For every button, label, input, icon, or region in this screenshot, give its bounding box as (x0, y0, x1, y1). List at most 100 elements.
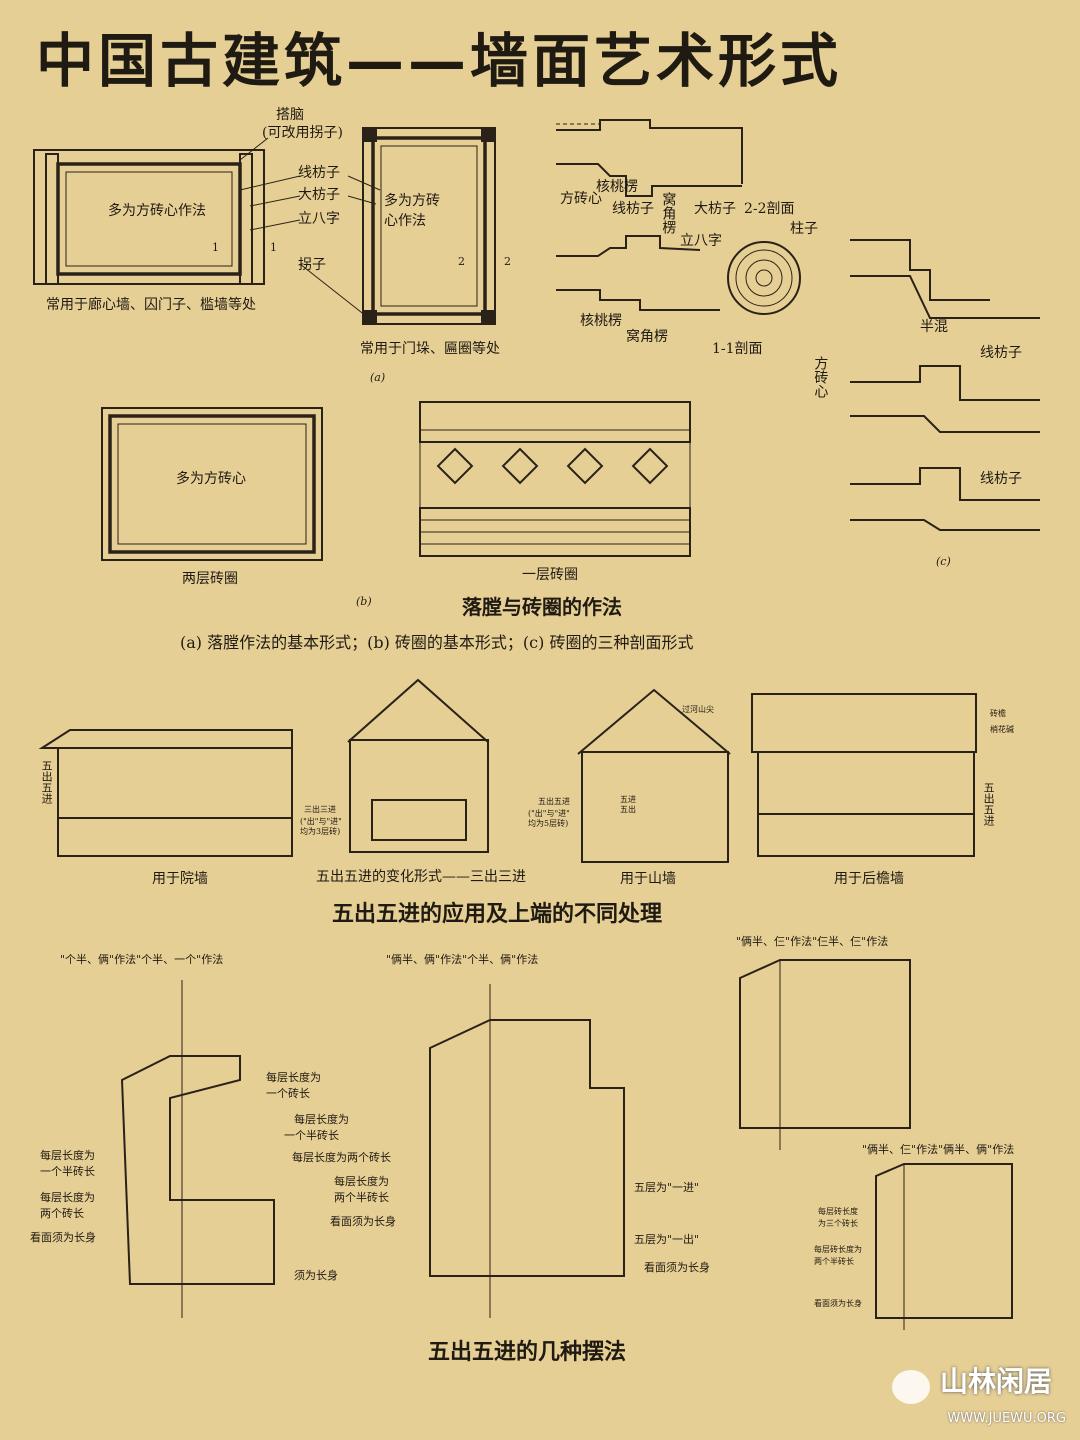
watermark-url: WWW.JUEWU.ORG (947, 1411, 1066, 1426)
pier-right-note-2: 每层砖长度为 (814, 1245, 862, 1254)
gable-caption: 用于山墙 (620, 871, 676, 887)
panel-b-caption-left: 两层砖圈 (182, 571, 238, 587)
section1-heading: 落膛与砖圈的作法 (462, 595, 622, 619)
panel-b-center: 多为方砖心 (176, 471, 246, 487)
section-drawing-22 (556, 119, 801, 315)
panel-a-mid-caption: 常用于门垛、匾圈等处 (360, 341, 500, 357)
pier-right-note-3: 两个半砖长 (814, 1257, 854, 1266)
pier-left-note-8: 看面须为长身 (30, 1231, 96, 1244)
panel-a-left (33, 149, 265, 285)
pier-mid-note-1: 每层长度为 (334, 1175, 389, 1188)
fig-a-letter: (a) (370, 371, 386, 384)
sec-dafangzi: 大枋子 (694, 201, 736, 217)
pier-right-top (739, 959, 911, 1150)
pier-left-note-3: 一个半砖长 (284, 1129, 339, 1142)
pier-left-title: "个半、俩"作法"个半、一个"作法 (60, 953, 224, 966)
sec-wojiaoleng-top: 窝角楞 (660, 192, 677, 234)
gable-side-note-2: 均为5层砖) (528, 819, 569, 828)
section2-heading: 五出五进的应用及上端的不同处理 (332, 901, 663, 927)
sec-hetaoleng-bottom: 核桃楞 (580, 313, 622, 329)
pier-left-note-1: 一个砖长 (266, 1087, 310, 1100)
panel-a-left-caption: 常用于廊心墙、囚门子、槛墙等处 (46, 297, 256, 313)
panel-b-one-layer (419, 401, 691, 557)
callout-xianfangzi: 线枋子 (298, 165, 340, 181)
pier-mid-note-4: 五层为"一进" (634, 1181, 700, 1194)
pier-left-note-9: 须为长身 (294, 1269, 338, 1282)
rear-top-label-1: 砖檐 (990, 709, 1006, 718)
three-side-label: 三出三进 (304, 805, 336, 814)
rear-side-label: 五出五进 (982, 782, 996, 826)
gable-mark-2: 五出 (620, 805, 636, 814)
panel-b-two-layer (101, 407, 323, 561)
pier-mid-note-3: 看面须为长身 (330, 1215, 396, 1228)
pier-right-bottom (875, 1163, 1013, 1330)
pier-mid-note-6: 看面须为长身 (644, 1261, 710, 1274)
callout-dana: 搭脑 (276, 107, 304, 123)
panel-b-caption-right: 一层砖圈 (522, 567, 578, 583)
sec-xianfangzi: 线枋子 (612, 201, 654, 217)
panel-a-mid-center-1: 多为方砖 (384, 193, 440, 209)
callout-dana-note: (可改用拐子) (262, 125, 343, 141)
three-caption: 五出五进的变化形式——三出三进 (316, 869, 526, 885)
wall-gable (577, 688, 731, 863)
pier-left-note-5: 一个半砖长 (40, 1165, 95, 1178)
three-side-note-1: ("出"与"进" (300, 817, 342, 826)
panel-c-profiles (850, 239, 1040, 531)
pier-mid-note-0: 每层长度为两个砖长 (292, 1151, 391, 1164)
pier-mid-note-2: 两个半砖长 (334, 1191, 389, 1204)
wall-courtyard (38, 729, 293, 857)
pier-left-note-6: 每层长度为 (40, 1191, 95, 1204)
gable-side-label: 五出五进 (538, 797, 570, 806)
gable-side-note-1: ("出"与"进" (528, 809, 570, 818)
section1-caption: (a) 落膛作法的基本形式；(b) 砖圈的基本形式；(c) 砖圈的三种剖面形式 (180, 633, 694, 652)
pier-left-note-4: 每层长度为 (40, 1149, 95, 1162)
section3-heading: 五出五进的几种摆法 (428, 1339, 627, 1365)
gable-top-label: 过河山尖 (682, 705, 714, 714)
sec-libazi: 立八字 (680, 233, 722, 249)
panel-a-left-center: 多为方砖心作法 (108, 203, 206, 219)
rear-top-label-2: 梢花碱 (990, 725, 1014, 734)
sec-fangzhuanxin: 方砖心 (560, 191, 602, 207)
panel-a-mid-center-2: 心作法 (384, 213, 426, 229)
wechat-icon (892, 1370, 930, 1404)
pier-mid-note-5: 五层为"一出" (634, 1233, 700, 1246)
panel-a-mid (362, 127, 496, 325)
c-xianfangzi-1: 线枋子 (980, 345, 1022, 361)
pier-right-title-bottom: "俩半、仨"作法"俩半、俩"作法 (862, 1143, 1015, 1156)
pier-left-note-7: 两个砖长 (40, 1207, 84, 1220)
pier-middle (429, 984, 625, 1318)
callout-guaizi: 拐子 (298, 257, 326, 273)
callout-libazi: 立八字 (298, 211, 340, 227)
pier-left-note-0: 每层长度为 (266, 1071, 321, 1084)
pier-right-title-top: "俩半、仨"作法"仨半、仨"作法 (736, 935, 889, 948)
pier-left (120, 980, 275, 1318)
page-title: 中国古建筑——墙面艺术形式 (36, 27, 843, 95)
wall-rear (751, 693, 977, 857)
gable-mark-1: 五进 (620, 795, 636, 804)
three-side-note-2: 均为3层砖) (300, 827, 341, 836)
pier-right-note-0: 每层砖长度 (818, 1207, 858, 1216)
callout-leaders (239, 137, 381, 317)
sec-hetaoleng-top: 核桃楞 (596, 179, 638, 195)
pier-mid-title: "俩半、俩"作法"个半、俩"作法 (386, 953, 539, 966)
pier-right-note-4: 看面须为长身 (814, 1299, 862, 1308)
fig-c-letter: (c) (936, 555, 951, 568)
marker-1a: 1 (212, 241, 219, 254)
c-fangzhuanxin: 方砖心 (812, 356, 829, 398)
sec-22: 2-2剖面 (744, 201, 795, 217)
sec-zhuzi: 柱子 (790, 221, 818, 237)
marker-2a: 2 (458, 255, 465, 268)
pier-right-note-1: 为三个砖长 (818, 1219, 858, 1228)
c-banhun: 半混 (920, 319, 948, 335)
watermark-name: 山林闲居 (939, 1365, 1052, 1398)
rear-caption: 用于后檐墙 (834, 871, 904, 887)
pier-left-note-2: 每层长度为 (294, 1113, 349, 1126)
c-xianfangzi-2: 线枋子 (980, 471, 1022, 487)
sec-wojiaoleng-bottom: 窝角楞 (626, 329, 668, 345)
courtyard-side-label: 五出五进 (40, 760, 54, 804)
fig-b-letter: (b) (356, 595, 372, 608)
wall-three (347, 678, 489, 853)
marker-2b: 2 (504, 255, 511, 268)
